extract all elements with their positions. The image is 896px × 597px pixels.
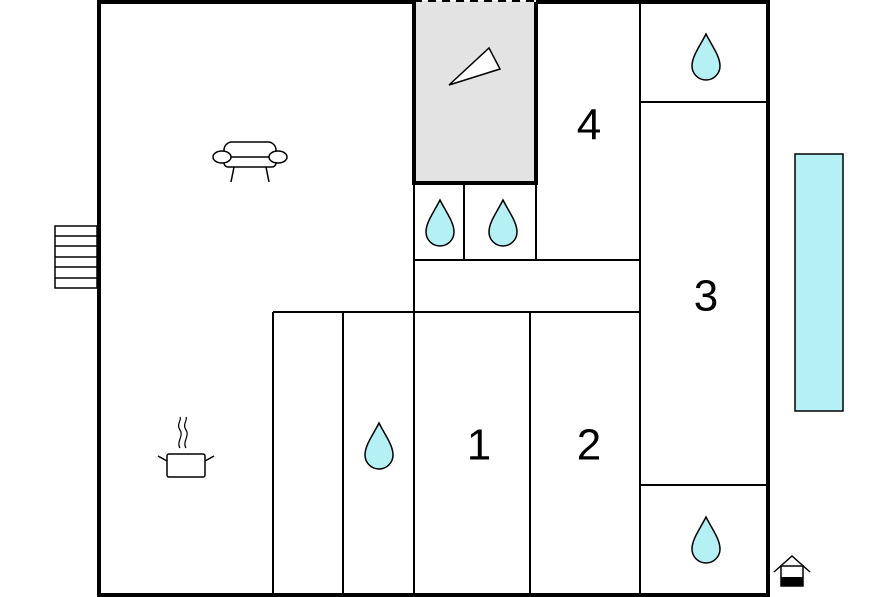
cooking-pot-icon: [157, 416, 215, 478]
water-drop-icon: [691, 516, 721, 564]
house-entrance-icon: [773, 554, 811, 587]
room-label-1: 1: [467, 421, 491, 470]
water-drop-icon: [425, 199, 455, 247]
water-drop-icon: [488, 199, 518, 247]
water-drop-icon: [364, 422, 394, 470]
outer-wall: [97, 0, 770, 597]
room-label-2: 2: [577, 421, 601, 470]
fireplace-icon: [448, 46, 502, 86]
room-label-3: 3: [694, 272, 718, 321]
fireplace-room-wall: [412, 2, 538, 185]
sofa-icon: [212, 141, 288, 183]
interior-walls: [272, 2, 768, 595]
water-drop-icon: [691, 33, 721, 81]
stairs-icon: [54, 225, 98, 289]
pool: [794, 153, 844, 412]
fireplace-room: [414, 1, 536, 183]
room-label-4: 4: [577, 101, 601, 150]
